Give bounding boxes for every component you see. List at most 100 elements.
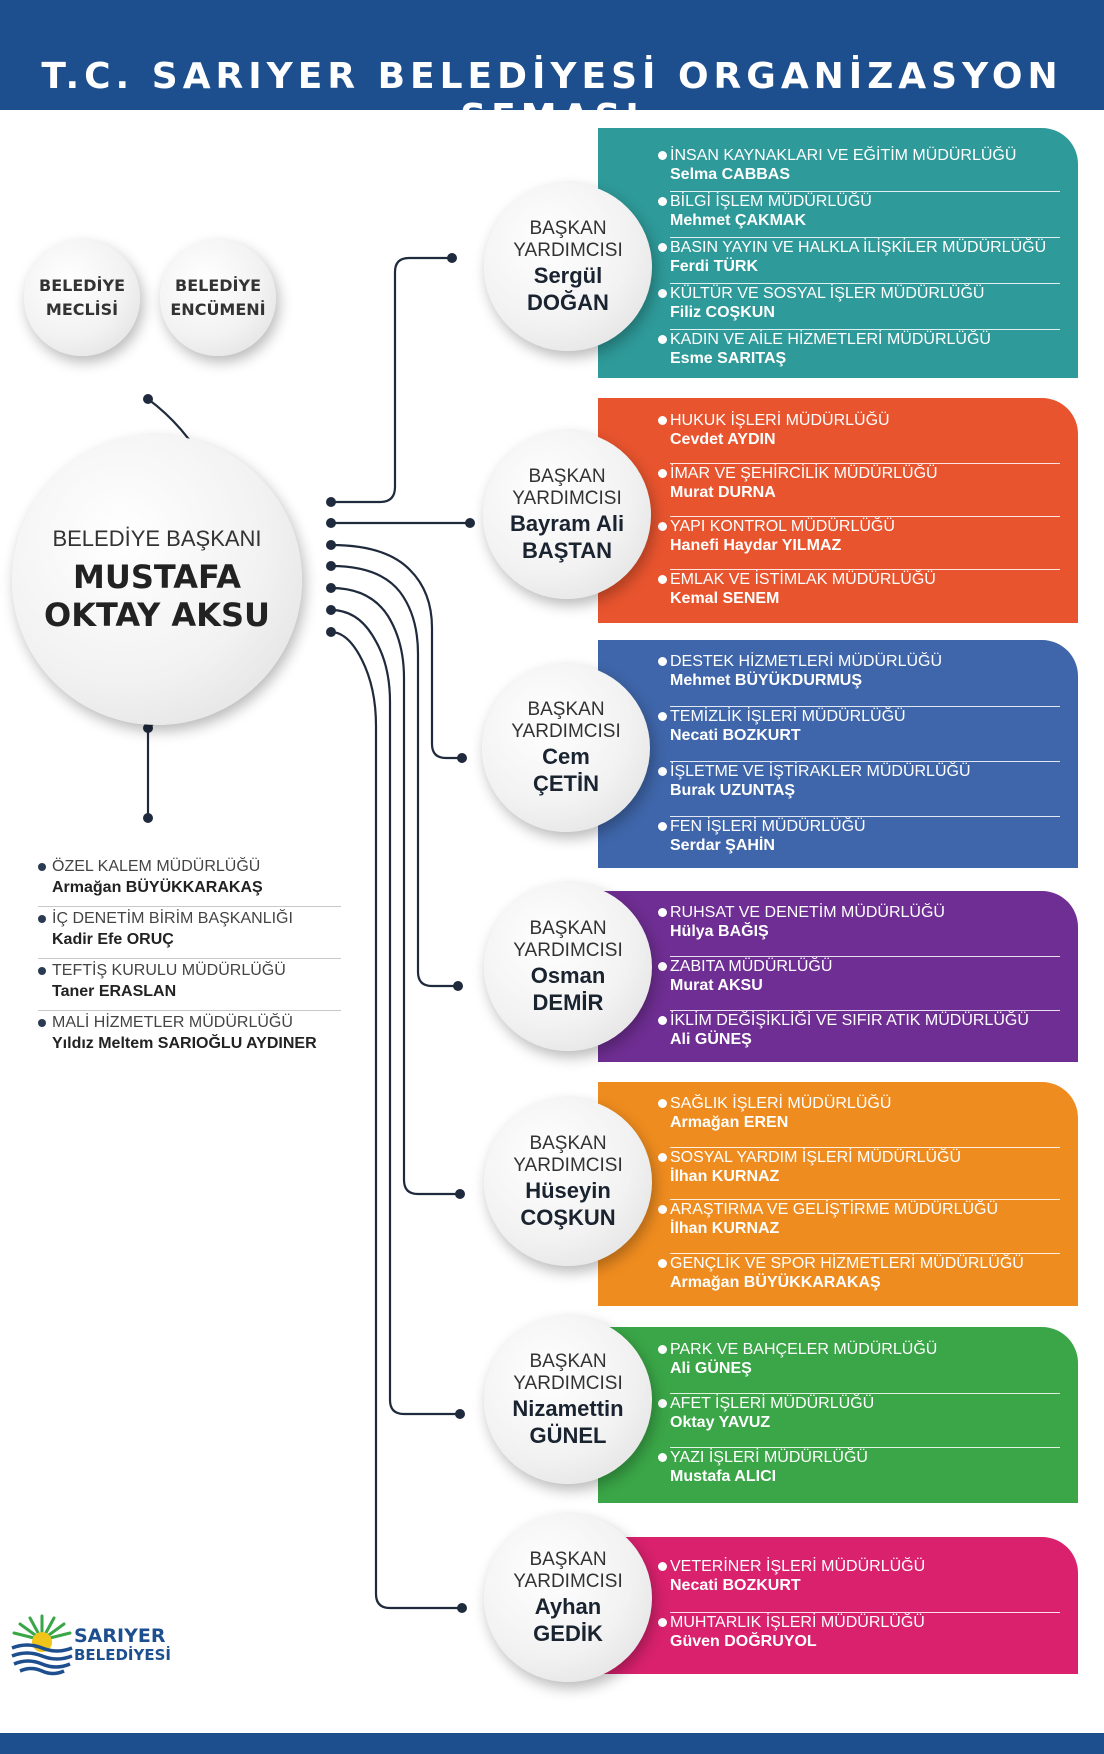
connector-deputy-7 xyxy=(330,630,462,1610)
connector-deputy-5 xyxy=(330,586,460,1196)
bullet-icon xyxy=(658,1453,667,1462)
unit-name: ARAŞTIRMA VE GELİŞTİRME MÜDÜRLÜĞÜ xyxy=(670,1201,999,1218)
bullet-icon xyxy=(658,575,667,584)
unit-name: SOSYAL YARDIM İŞLERİ MÜDÜRLÜĞÜ xyxy=(670,1149,962,1166)
unit-name: TEMİZLİK İŞLERİ MÜDÜRLÜĞÜ xyxy=(670,708,906,725)
deputy-panel-1: İNSAN KAYNAKLARI VE EĞİTİM MÜDÜRLÜĞÜ Selm… xyxy=(598,128,1078,378)
deputy-circle-5: BAŞKAN YARDIMCISI Hüseyin COŞKUN xyxy=(484,1098,652,1266)
list-item: GENÇLİK VE SPOR HİZMETLERİ MÜDÜRLÜĞÜ Arma… xyxy=(658,1254,1060,1307)
node-dot xyxy=(143,723,153,733)
deputy-role-line1: BAŞKAN xyxy=(529,1549,607,1570)
page-title: T.C. SARIYER BELEDİYESİ ORGANİZASYON ŞEM… xyxy=(41,56,1063,138)
unit-head: Mehmet ÇAKMAK xyxy=(670,212,806,229)
unit-head: Güven DOĞRUYOL xyxy=(670,1633,817,1650)
connector-deputy-6 xyxy=(330,608,460,1416)
node-dot xyxy=(326,540,336,550)
bullet-icon xyxy=(658,197,667,206)
unit-name: FEN İŞLERİ MÜDÜRLÜĞÜ xyxy=(670,818,866,835)
deputy-circle-6: BAŞKAN YARDIMCISI Nizamettin GÜNEL xyxy=(484,1316,652,1484)
deputy-name-line2: GEDİK xyxy=(533,1621,603,1646)
node-dot xyxy=(457,1603,467,1613)
unit-head: Mehmet BÜYÜKDURMUŞ xyxy=(670,672,863,689)
deputy-name-line2: DOĞAN xyxy=(527,290,609,315)
sariyer-logo-icon xyxy=(11,1614,73,1676)
deputy-name-line1: Hüseyin xyxy=(525,1178,611,1203)
unit-name: ZABITA MÜDÜRLÜĞÜ xyxy=(670,958,833,975)
deputy-role-line1: BAŞKAN xyxy=(527,699,605,720)
unit-head: Armağan BÜYÜKKARAKAŞ xyxy=(670,1274,881,1291)
bullet-icon xyxy=(658,822,667,831)
header-bar: T.C. SARIYER BELEDİYESİ ORGANİZASYON ŞEM… xyxy=(0,0,1104,138)
bullet-icon xyxy=(658,908,667,917)
unit-head: Kadir Efe ORUÇ xyxy=(52,931,174,948)
unit-name: İMAR VE ŞEHİRCİLİK MÜDÜRLÜĞÜ xyxy=(670,465,938,482)
deputy-role-line2: YARDIMCISI xyxy=(513,940,623,961)
connector-deputy-3 xyxy=(330,543,462,760)
list-item: KADIN VE AİLE HİZMETLERİ MÜDÜRLÜĞÜ Esme S… xyxy=(658,330,1060,375)
list-item: BASIN YAYIN VE HALKLA İLİŞKİLER MÜDÜRLÜĞ… xyxy=(658,238,1060,284)
node-dot xyxy=(326,627,336,637)
bullet-icon xyxy=(658,767,667,776)
unit-head: Esme SARITAŞ xyxy=(670,350,787,367)
deputy-name-line2: GÜNEL xyxy=(529,1423,607,1448)
unit-name: MUHTARLIK İŞLERİ MÜDÜRLÜĞÜ xyxy=(670,1614,925,1631)
unit-name: BİLGİ İŞLEM MÜDÜRLÜĞÜ xyxy=(670,193,872,210)
committee-circle: BELEDİYE ENCÜMENİ xyxy=(160,240,276,356)
deputy-role-line2: YARDIMCISI xyxy=(511,721,621,742)
unit-head: Necati BOZKURT xyxy=(670,727,801,744)
list-item: FEN İŞLERİ MÜDÜRLÜĞÜ Serdar ŞAHİN xyxy=(658,817,1060,871)
node-dot xyxy=(455,1189,465,1199)
council-circle: BELEDİYE MECLİSİ xyxy=(24,240,140,356)
committee-label-line1: BELEDİYE xyxy=(175,276,261,295)
unit-head: Selma CABBAS xyxy=(670,166,791,183)
bullet-icon xyxy=(38,967,46,975)
unit-name: YAPI KONTROL MÜDÜRLÜĞÜ xyxy=(670,518,895,535)
deputy-role-line1: BAŞKAN xyxy=(529,1133,607,1154)
bullet-icon xyxy=(658,1345,667,1354)
unit-name: PARK VE BAHÇELER MÜDÜRLÜĞÜ xyxy=(670,1341,938,1358)
unit-name: İNSAN KAYNAKLARI VE EĞİTİM MÜDÜRLÜĞÜ xyxy=(670,147,1017,164)
unit-head: Kemal SENEM xyxy=(670,590,780,607)
mayor-role: BELEDİYE BAŞKANI xyxy=(52,526,262,551)
bullet-icon xyxy=(658,1562,667,1571)
node-dot xyxy=(455,1409,465,1419)
node-dot xyxy=(447,253,457,263)
unit-name: EMLAK VE İSTİMLAK MÜDÜRLÜĞÜ xyxy=(670,571,936,588)
unit-head: Serdar ŞAHİN xyxy=(670,837,775,854)
bullet-icon xyxy=(658,289,667,298)
unit-name: YAZI İŞLERİ MÜDÜRLÜĞÜ xyxy=(670,1449,868,1466)
deputy-name-line1: Ayhan xyxy=(534,1594,602,1619)
unit-name: GENÇLİK VE SPOR HİZMETLERİ MÜDÜRLÜĞÜ xyxy=(670,1255,1024,1272)
unit-name: KADIN VE AİLE HİZMETLERİ MÜDÜRLÜĞÜ xyxy=(670,331,991,348)
unit-list: İNSAN KAYNAKLARI VE EĞİTİM MÜDÜRLÜĞÜ Selm… xyxy=(658,146,1060,375)
unit-name: VETERİNER İŞLERİ MÜDÜRLÜĞÜ xyxy=(670,1558,926,1575)
deputy-circle-4: BAŞKAN YARDIMCISI Osman DEMİR xyxy=(484,883,652,1051)
deputy-name-line2: COŞKUN xyxy=(520,1205,616,1230)
node-dot xyxy=(326,497,336,507)
deputy-role-line1: BAŞKAN xyxy=(528,466,606,487)
list-item: MUHTARLIK İŞLERİ MÜDÜRLÜĞÜ Güven DOĞRUYOL xyxy=(658,1613,1060,1668)
node-dot xyxy=(143,394,153,404)
unit-head: Filiz COŞKUN xyxy=(670,304,775,321)
unit-head: Armağan BÜYÜKKARAKAŞ xyxy=(52,879,263,896)
deputy-role-line1: BAŞKAN xyxy=(529,918,607,939)
